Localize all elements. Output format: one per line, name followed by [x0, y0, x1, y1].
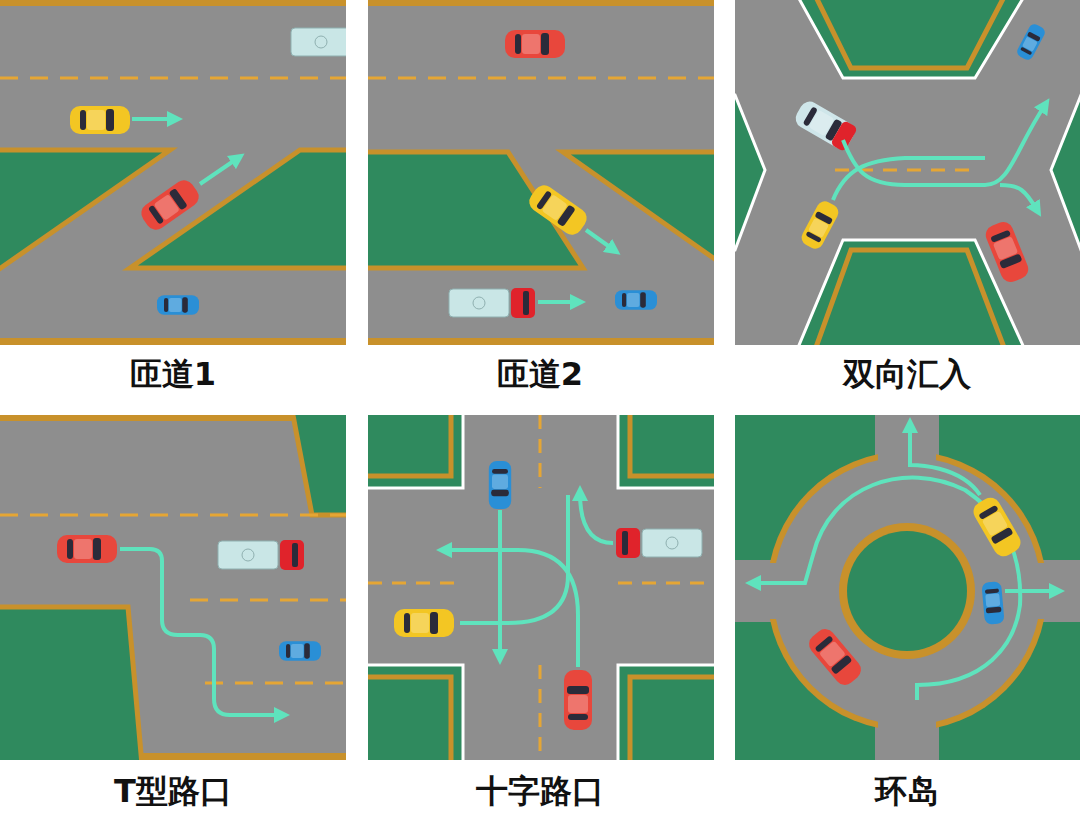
- panel-caption: 匝道1: [130, 357, 216, 392]
- panel-caption: 双向汇入: [843, 357, 971, 392]
- panel-caption: T型路口: [114, 774, 232, 809]
- panel-caption: 匝道2: [497, 357, 583, 392]
- panel-caption: 环岛: [875, 774, 939, 809]
- panel-caption: 十字路口: [476, 774, 604, 809]
